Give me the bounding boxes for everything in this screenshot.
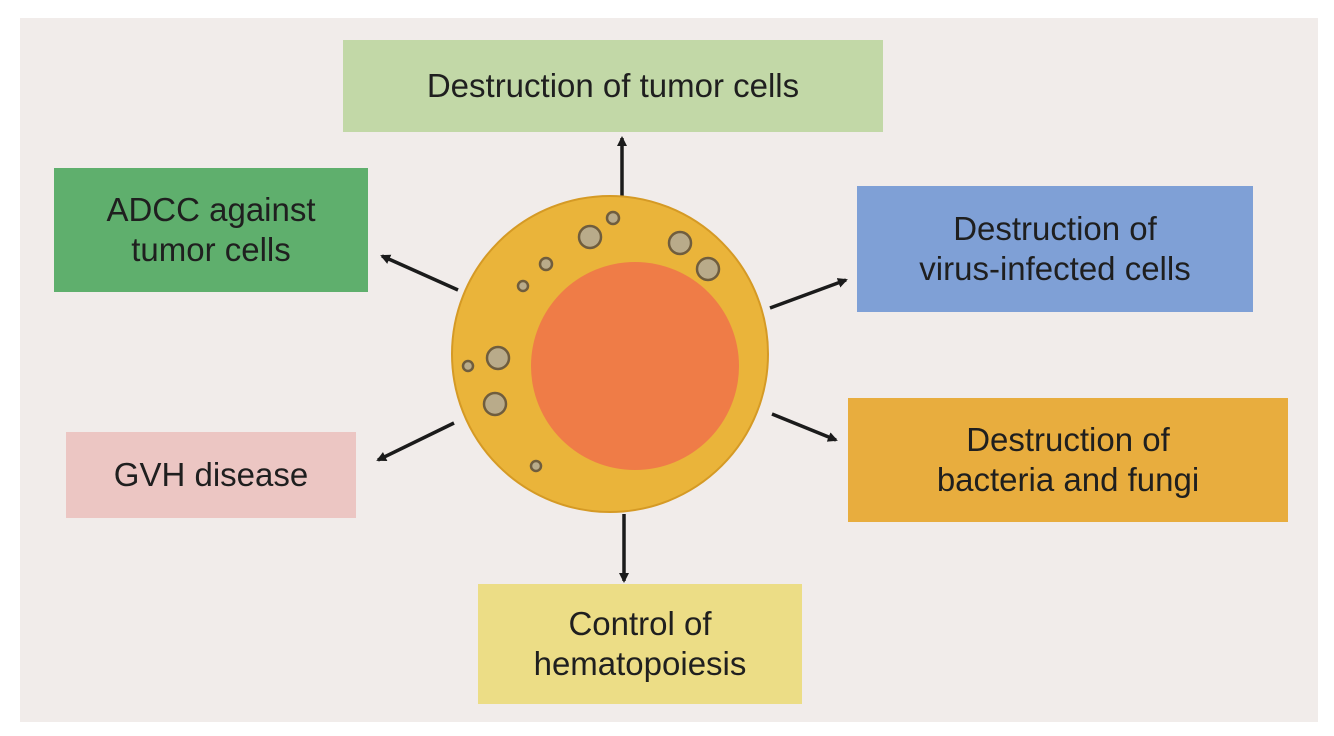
granule: [482, 391, 508, 417]
outcome-box-bacteria-fungi: Destruction of bacteria and fungi: [848, 398, 1288, 522]
outcome-label-virus: Destruction of virus-infected cells: [919, 210, 1191, 287]
diagram-canvas: Destruction of tumor cells ADCC against …: [20, 18, 1318, 722]
outcome-label-bacteria: Destruction of bacteria and fungi: [936, 421, 1200, 498]
granule: [667, 230, 693, 256]
outcome-box-adcc: ADCC against tumor cells: [54, 168, 368, 292]
granule: [695, 256, 721, 282]
arrow-to-adcc: [380, 254, 459, 292]
outcome-box-hematopoiesis: Control of hematopoiesis: [478, 584, 802, 704]
granule: [529, 459, 543, 473]
arrow-to-virus: [769, 278, 848, 310]
arrow-to-gvh: [376, 421, 455, 462]
granule: [538, 256, 554, 272]
arrow-to-bacteria: [771, 412, 838, 442]
granule: [605, 210, 621, 226]
nk-cell-function-diagram: [376, 136, 848, 583]
granule: [485, 345, 511, 371]
granule: [461, 359, 475, 373]
cell-nucleus: [531, 262, 739, 470]
outcome-label-adcc: ADCC against tumor cells: [106, 191, 316, 268]
outcome-label-tumor: Destruction of tumor cells: [426, 67, 800, 104]
outcome-label-gvh: GVH disease: [113, 456, 309, 493]
outcome-box-tumor-destruction: Destruction of tumor cells: [343, 40, 883, 132]
outcome-box-gvh-disease: GVH disease: [66, 432, 356, 518]
outcome-label-hematopoiesis: Control of hematopoiesis: [533, 605, 747, 682]
granule: [516, 279, 530, 293]
outcome-box-virus-destruction: Destruction of virus-infected cells: [857, 186, 1253, 312]
granule: [577, 224, 603, 250]
nk-cell: [451, 195, 769, 513]
